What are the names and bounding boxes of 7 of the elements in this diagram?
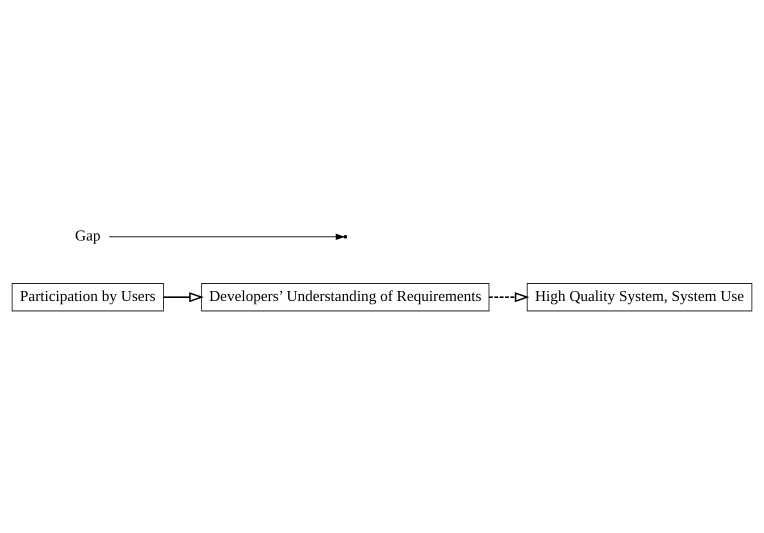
arrow bbox=[489, 292, 530, 302]
node-text: Gap bbox=[75, 227, 100, 244]
node-box: High Quality System, System Use bbox=[526, 282, 752, 311]
arrow bbox=[108, 233, 345, 240]
node-box: Developers’ Understanding of Requirements bbox=[201, 282, 490, 311]
arrow bbox=[164, 292, 204, 302]
node-box: Participation by Users bbox=[12, 282, 164, 311]
